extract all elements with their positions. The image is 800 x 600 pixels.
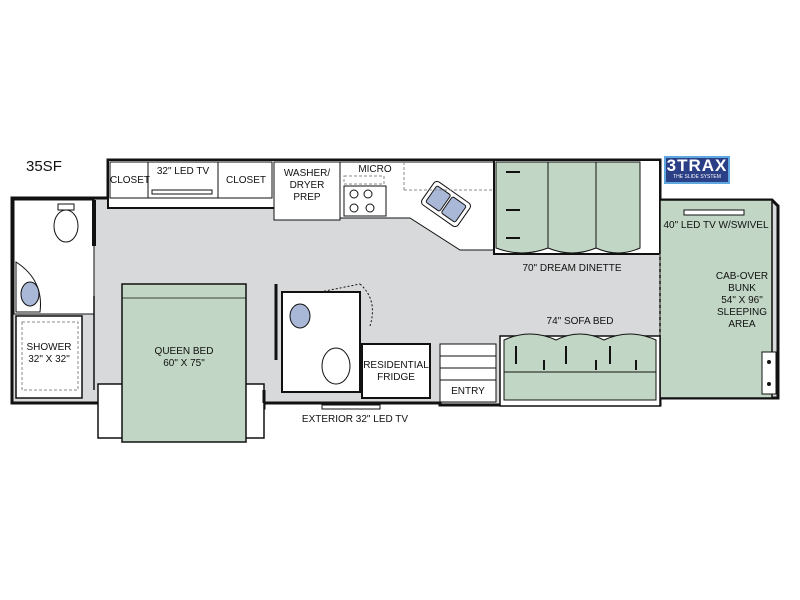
- burner-icon: [363, 189, 373, 199]
- exterior-tv-screen: [321, 404, 381, 410]
- toilet-icon: [53, 209, 79, 243]
- sofa-seat: [503, 371, 657, 401]
- shower-label: SHOWER 32" X 32": [26, 342, 72, 365]
- closet-right-box: [217, 161, 273, 199]
- tv-32-label: 32" LED TV: [156, 166, 210, 177]
- sink-icon: [421, 180, 471, 228]
- sofa-back: [503, 333, 657, 373]
- tv-40-screen: [683, 209, 745, 216]
- toilet-icon: [321, 347, 351, 385]
- entry-steps: [439, 343, 497, 403]
- cab-over-label: CAB-OVER BUNK 54" X 96" SLEEPING AREA: [715, 271, 769, 330]
- closet-left-box: [109, 161, 149, 199]
- entry-label: ENTRY: [451, 386, 485, 397]
- tv-32-screen: [151, 189, 213, 195]
- logo-text: 3TRAX: [666, 156, 728, 175]
- sink-bowl-icon: [20, 281, 40, 307]
- queen-bed-label: QUEEN BED 60" X 75": [154, 346, 214, 369]
- washer-dryer-label: WASHER/ DRYER PREP: [283, 168, 331, 203]
- tv-40-label: 40" LED TV W/SWIVEL: [663, 220, 769, 231]
- door-swing: [319, 283, 373, 327]
- sofa-bed-label: 74" SOFA BED: [546, 316, 614, 327]
- queen-bed: [121, 283, 247, 443]
- dinette-label: 70" DREAM DINETTE: [522, 263, 622, 274]
- burner-icon: [349, 189, 359, 199]
- burner-icon: [365, 203, 375, 213]
- outlet-icon: [767, 382, 771, 386]
- fridge-box: [361, 343, 431, 399]
- closet-right-label: CLOSET: [225, 175, 266, 186]
- burner-icon: [349, 203, 359, 213]
- shower-pan: [21, 321, 79, 391]
- dinette-bench-center: [547, 161, 597, 254]
- microwave-box: [343, 175, 385, 185]
- model-label: 35SF: [26, 158, 62, 175]
- outlet-icon: [767, 360, 771, 364]
- exterior-tv-label: EXTERIOR 32" LED TV: [301, 414, 409, 425]
- washer-dryer-box: [273, 161, 341, 221]
- cab-cabinet: [761, 351, 777, 395]
- closet-left-label: CLOSET: [110, 175, 151, 186]
- toilet-tank: [57, 203, 75, 211]
- cab-over-bunk: [659, 199, 773, 399]
- toilet-icon: [289, 303, 311, 329]
- dinette-bench-right: [595, 161, 641, 254]
- cooktop: [343, 185, 387, 217]
- three-trax-logo: 3TRAX THE SLIDE SYSTEM: [664, 156, 730, 184]
- fridge-label: RESIDENTIAL FRIDGE: [363, 360, 429, 383]
- logo-subtext: THE SLIDE SYSTEM: [673, 174, 721, 180]
- micro-label: MICRO: [358, 164, 392, 175]
- shower-stall: [15, 315, 83, 399]
- dinette-bench-left: [495, 161, 549, 254]
